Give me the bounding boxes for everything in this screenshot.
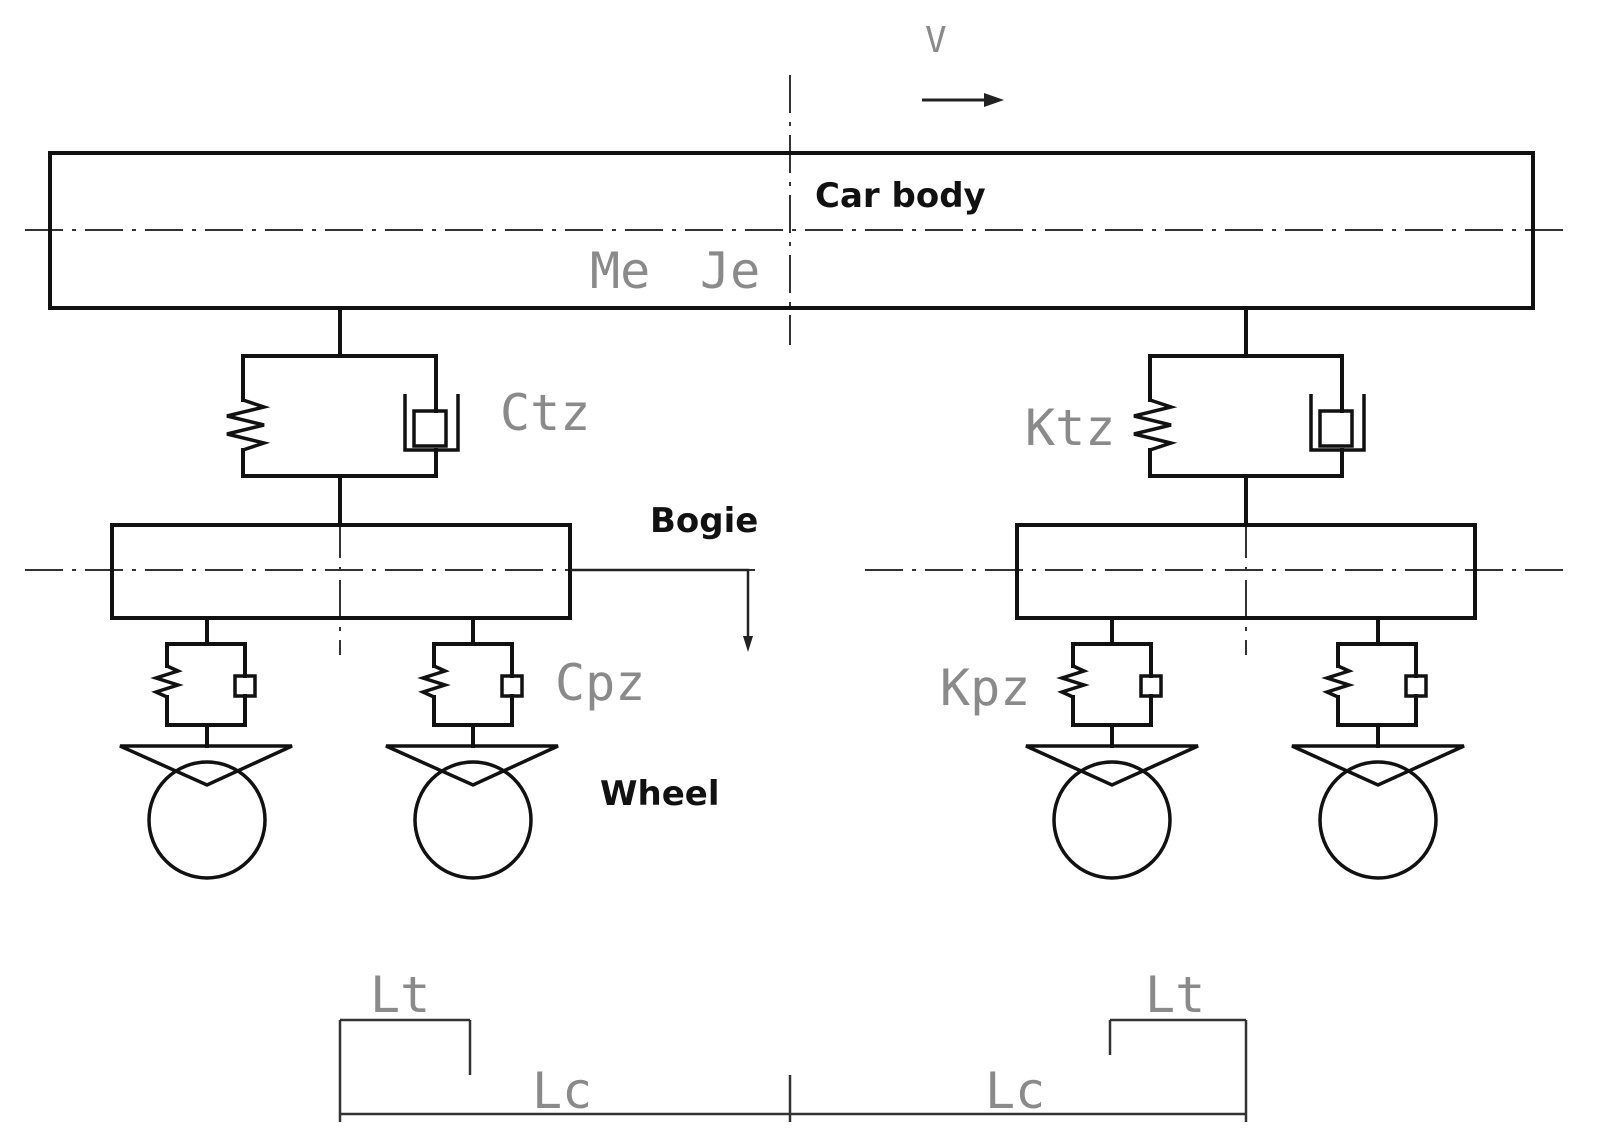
wheel-4 (1291, 744, 1465, 880)
right-bogie-box (1015, 523, 1477, 620)
dimension-label-lt-right: Lt (1145, 966, 1205, 1024)
secondary-damping-label-ctz: Ctz (500, 384, 590, 442)
right-secondary-damper (1318, 409, 1354, 448)
right-secondary-suspension (1133, 308, 1366, 527)
dimension-label-lc-left: Lc (532, 1062, 592, 1120)
primary-suspension-4 (1321, 616, 1428, 748)
mass-label-me: Me (590, 242, 650, 300)
left-secondary-suspension (226, 308, 460, 527)
car-body-label: Car body (815, 176, 986, 216)
right-secondary-spring (1133, 398, 1178, 452)
secondary-stiffness-label-ktz: Ktz (1025, 399, 1115, 457)
dimension-label-lt-left: Lt (370, 966, 430, 1024)
dimension-lines (338, 1018, 1248, 1122)
wheel-2 (385, 744, 559, 880)
bogie-label: Bogie (650, 501, 758, 541)
left-secondary-spring (226, 398, 271, 452)
dimension-label-lc-right: Lc (985, 1062, 1045, 1120)
primary-suspension-3 (1056, 616, 1163, 748)
car-body-box (48, 151, 1535, 310)
inertia-label-je: Je (700, 242, 760, 300)
velocity-arrow: V (922, 20, 1004, 107)
velocity-label: V (925, 20, 947, 61)
left-secondary-damper (412, 409, 448, 448)
wheel-3 (1025, 744, 1199, 880)
primary-damping-label-cpz: Cpz (555, 654, 645, 712)
primary-stiffness-label-kpz: Kpz (940, 659, 1030, 717)
centerlines (25, 75, 1570, 655)
left-bogie-box (110, 523, 572, 620)
wheel-label: Wheel (600, 774, 719, 814)
primary-suspension-2 (417, 616, 524, 748)
bogie-rotation-arrow (570, 568, 753, 652)
primary-suspension-1 (150, 616, 257, 748)
wheel-1 (119, 744, 293, 880)
